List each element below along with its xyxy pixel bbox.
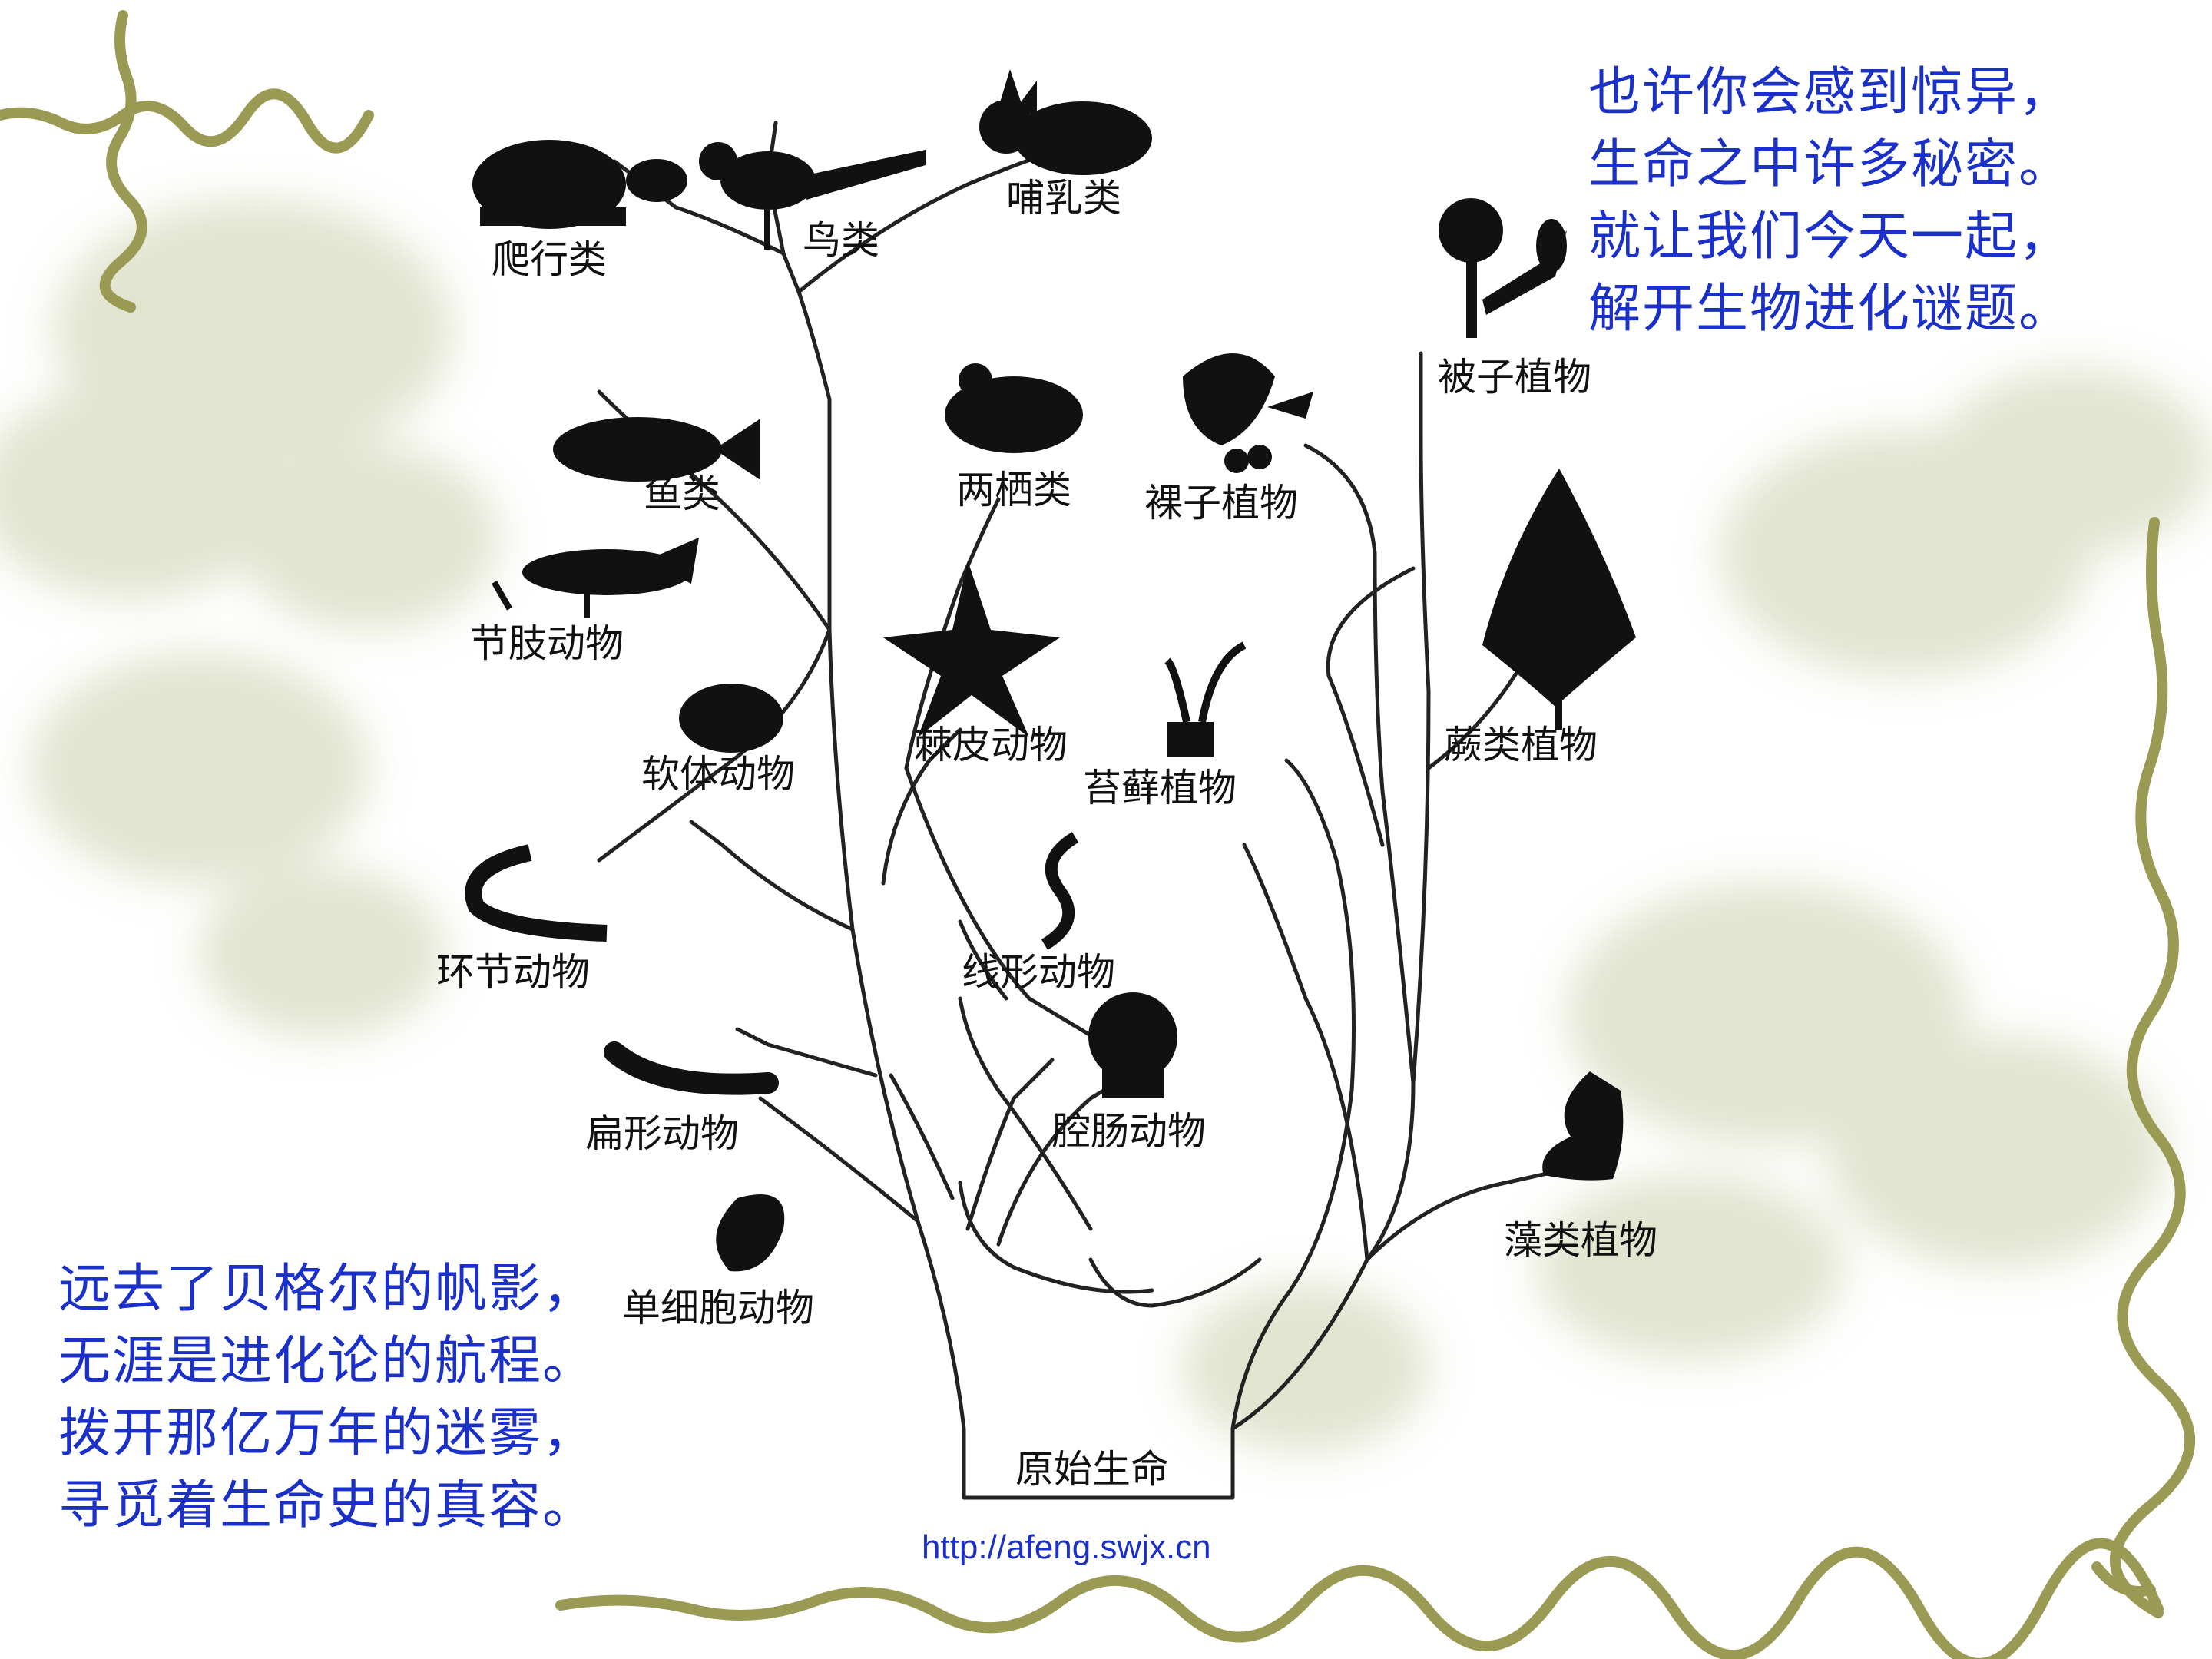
poem-right-line: 生命之中许多秘密。 xyxy=(1588,134,2073,195)
label-mosses: 苔藓植物 xyxy=(1083,766,1237,810)
coral-icon xyxy=(1088,992,1177,1098)
tree-trunk-and-branches xyxy=(597,121,1577,1500)
grasshopper-icon xyxy=(492,538,699,618)
ginkgo-icon xyxy=(1183,353,1313,473)
poem-right-line: 也许你会感到惊异， xyxy=(1588,62,2073,123)
source-url[interactable]: http://afeng.swjx.cn xyxy=(922,1528,1211,1566)
vine-border xyxy=(0,10,2196,1659)
fish-icon xyxy=(553,417,760,482)
label-fishes: 鱼类 xyxy=(644,472,720,516)
amoeba-icon xyxy=(716,1194,785,1272)
poem-right-line: 解开生物进化谜题。 xyxy=(1588,279,2073,339)
faded-foliage xyxy=(0,200,2212,1452)
flatworm-icon xyxy=(604,1041,779,1095)
poem-left-line: 远去了贝格尔的帆影， xyxy=(58,1259,597,1320)
label-gymnosperms: 裸子植物 xyxy=(1144,481,1298,525)
rabbit-icon xyxy=(979,69,1152,175)
shell-icon xyxy=(679,684,783,753)
poem-left-line: 无涯是进化论的航程。 xyxy=(58,1331,597,1392)
bird-icon xyxy=(699,142,926,250)
poem-left-line: 寻觅着生命史的真容。 xyxy=(58,1475,597,1536)
label-algae: 藻类植物 xyxy=(1504,1218,1657,1263)
flower-icon xyxy=(1439,198,1567,338)
label-angiosperms: 被子植物 xyxy=(1438,355,1591,399)
label-coelenterates: 腔肠动物 xyxy=(1052,1109,1206,1154)
turtle-icon xyxy=(472,140,687,229)
label-ferns: 蕨类植物 xyxy=(1444,723,1598,767)
roundworm-icon xyxy=(1041,832,1079,950)
alga-icon xyxy=(1542,1071,1624,1181)
label-protozoa: 单细胞动物 xyxy=(622,1286,814,1330)
fern-icon xyxy=(1482,469,1636,730)
label-mollusks: 软体动物 xyxy=(641,752,795,796)
starfish-icon xyxy=(883,561,1060,737)
label-mammals: 哺乳类 xyxy=(1006,176,1121,220)
earthworm-icon xyxy=(465,844,608,942)
label-amphibians: 两栖类 xyxy=(956,468,1071,512)
frog-icon xyxy=(945,363,1083,453)
label-flatworms: 扁形动物 xyxy=(585,1111,739,1156)
poem-right-line: 就让我们今天一起， xyxy=(1588,207,2073,267)
moss-icon xyxy=(1164,641,1247,757)
poem-left: 远去了贝格尔的帆影， 无涯是进化论的航程。 拨开那亿万年的迷雾， 寻觅着生命史的… xyxy=(58,1253,596,1542)
label-annelids: 环节动物 xyxy=(436,950,590,995)
label-primitive-life: 原始生命 xyxy=(1015,1447,1169,1492)
poem-left-line: 拨开那亿万年的迷雾， xyxy=(58,1403,597,1464)
label-arthropods: 节肢动物 xyxy=(470,621,624,666)
label-birds: 鸟类 xyxy=(803,218,879,263)
label-reptiles: 爬行类 xyxy=(492,237,607,282)
label-echinoderms: 棘皮动物 xyxy=(914,723,1068,767)
poem-right: 也许你会感到惊异， 生命之中许多秘密。 就让我们今天一起， 解开生物进化谜题。 xyxy=(1588,57,2072,346)
label-nematodes: 线形动物 xyxy=(962,950,1115,995)
